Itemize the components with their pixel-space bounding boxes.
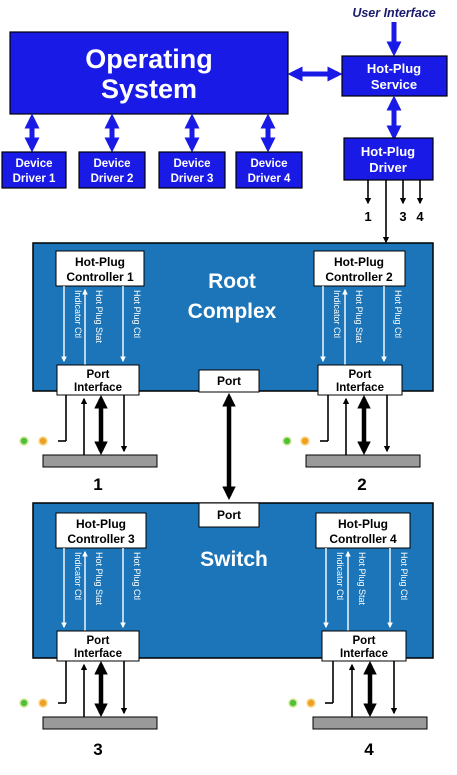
user-interface-label: User Interface xyxy=(352,6,435,20)
c2-indicator-label: Indicator Ctl xyxy=(332,290,342,338)
c3-control-label: Hot Plug Ctl xyxy=(132,552,142,600)
device-driver-2-line2: Driver 2 xyxy=(91,173,134,185)
c4-control-label: Hot Plug Ctl xyxy=(399,552,409,600)
root-port-label: Port xyxy=(217,374,241,388)
device-driver-1-box xyxy=(1,151,67,189)
controller-4-line1: Hot-Plug xyxy=(338,517,388,531)
c1-indicator-label: Indicator Ctl xyxy=(73,290,83,338)
switch-port-box xyxy=(198,502,260,528)
root-label-line1: Root xyxy=(208,270,256,293)
c4-indicator-label: Indicator Ctl xyxy=(335,552,345,600)
device-driver-4-box xyxy=(235,151,303,189)
switch-port-label: Port xyxy=(217,508,241,522)
os-line1: Operating xyxy=(85,44,213,74)
device-driver-2-box xyxy=(78,151,146,189)
slot3-led-amber xyxy=(38,698,48,708)
port-interface-2-box xyxy=(317,364,403,396)
device-driver-1-line1: Device xyxy=(15,158,52,170)
root-port-box xyxy=(198,369,260,393)
c1-control-label: Hot Plug Ctl xyxy=(132,290,142,338)
c2-control-label: Hot Plug Ctl xyxy=(393,290,403,338)
c1-status-label: Hot Plug Stat xyxy=(94,290,104,344)
slot2-led-green xyxy=(282,436,292,446)
hp-driver-line1: Hot-Plug xyxy=(361,144,415,159)
slot1-led-amber xyxy=(38,436,48,446)
controller-3-line2: Controller 3 xyxy=(67,532,135,546)
os-line2: System xyxy=(101,74,197,104)
device-driver-3-line2: Driver 3 xyxy=(171,173,214,185)
c3-status-label: Hot Plug Stat xyxy=(94,552,104,606)
device-driver-3-box xyxy=(158,151,226,189)
slot-3 xyxy=(42,716,158,730)
controller-2-line1: Hot-Plug xyxy=(334,255,384,269)
slot3-led-green xyxy=(19,698,29,708)
root-label-line2: Complex xyxy=(188,300,277,323)
slot-2-number: 2 xyxy=(357,475,366,494)
port-interface-2-line2: Interface xyxy=(336,382,384,394)
hot-plug-driver-box xyxy=(343,137,434,181)
port-interface-4-line1: Port xyxy=(353,635,376,647)
port-interface-1-box xyxy=(56,364,140,396)
slot-2 xyxy=(305,454,421,468)
driver-line-label-3: 3 xyxy=(399,209,406,224)
controller-4-line2: Controller 4 xyxy=(329,532,397,546)
slot-4 xyxy=(312,716,428,730)
slot-1-number: 1 xyxy=(93,475,102,494)
device-driver-1-line2: Driver 1 xyxy=(13,173,56,185)
device-driver-2-line1: Device xyxy=(93,158,130,170)
port-interface-3-line2: Interface xyxy=(74,648,122,660)
slot1-led-green xyxy=(19,436,29,446)
c4-status-label: Hot Plug Stat xyxy=(357,552,367,606)
port-interface-1-line2: Interface xyxy=(74,382,122,394)
c2-status-label: Hot Plug Stat xyxy=(354,290,364,344)
device-driver-4-line1: Device xyxy=(250,158,287,170)
port-interface-4-box xyxy=(321,630,407,662)
controller-1-line1: Hot-Plug xyxy=(75,255,125,269)
slot4-led-green xyxy=(288,698,298,708)
hp-service-line2: Service xyxy=(371,77,417,92)
driver-line-label-1: 1 xyxy=(364,209,371,224)
slot4-led-amber xyxy=(306,698,316,708)
controller-3-line1: Hot-Plug xyxy=(76,517,126,531)
slot-4-number: 4 xyxy=(364,740,374,759)
device-driver-4-line2: Driver 4 xyxy=(248,173,291,185)
operating-system-box xyxy=(9,31,289,115)
slot2-led-amber xyxy=(300,436,310,446)
switch-label: Switch xyxy=(200,548,268,571)
hp-driver-line2: Driver xyxy=(369,160,407,175)
driver-line-label-4: 4 xyxy=(416,209,424,224)
slot-3-number: 3 xyxy=(93,740,102,759)
controller-1-line2: Controller 1 xyxy=(66,270,134,284)
hp-service-line1: Hot-Plug xyxy=(367,61,421,76)
port-interface-2-line1: Port xyxy=(349,369,372,381)
controller-2-box xyxy=(313,250,406,287)
c3-indicator-label: Indicator Ctl xyxy=(73,552,83,600)
port-interface-3-line1: Port xyxy=(87,635,110,647)
hot-plug-service-box xyxy=(341,55,448,97)
controller-4-box xyxy=(315,512,411,549)
slot-1 xyxy=(42,454,158,468)
controller-3-box xyxy=(55,512,147,549)
device-driver-3-line1: Device xyxy=(173,158,210,170)
controller-2-line2: Controller 2 xyxy=(325,270,393,284)
controller-1-box xyxy=(55,250,145,287)
port-interface-4-line2: Interface xyxy=(340,648,388,660)
port-interface-1-line1: Port xyxy=(87,369,110,381)
